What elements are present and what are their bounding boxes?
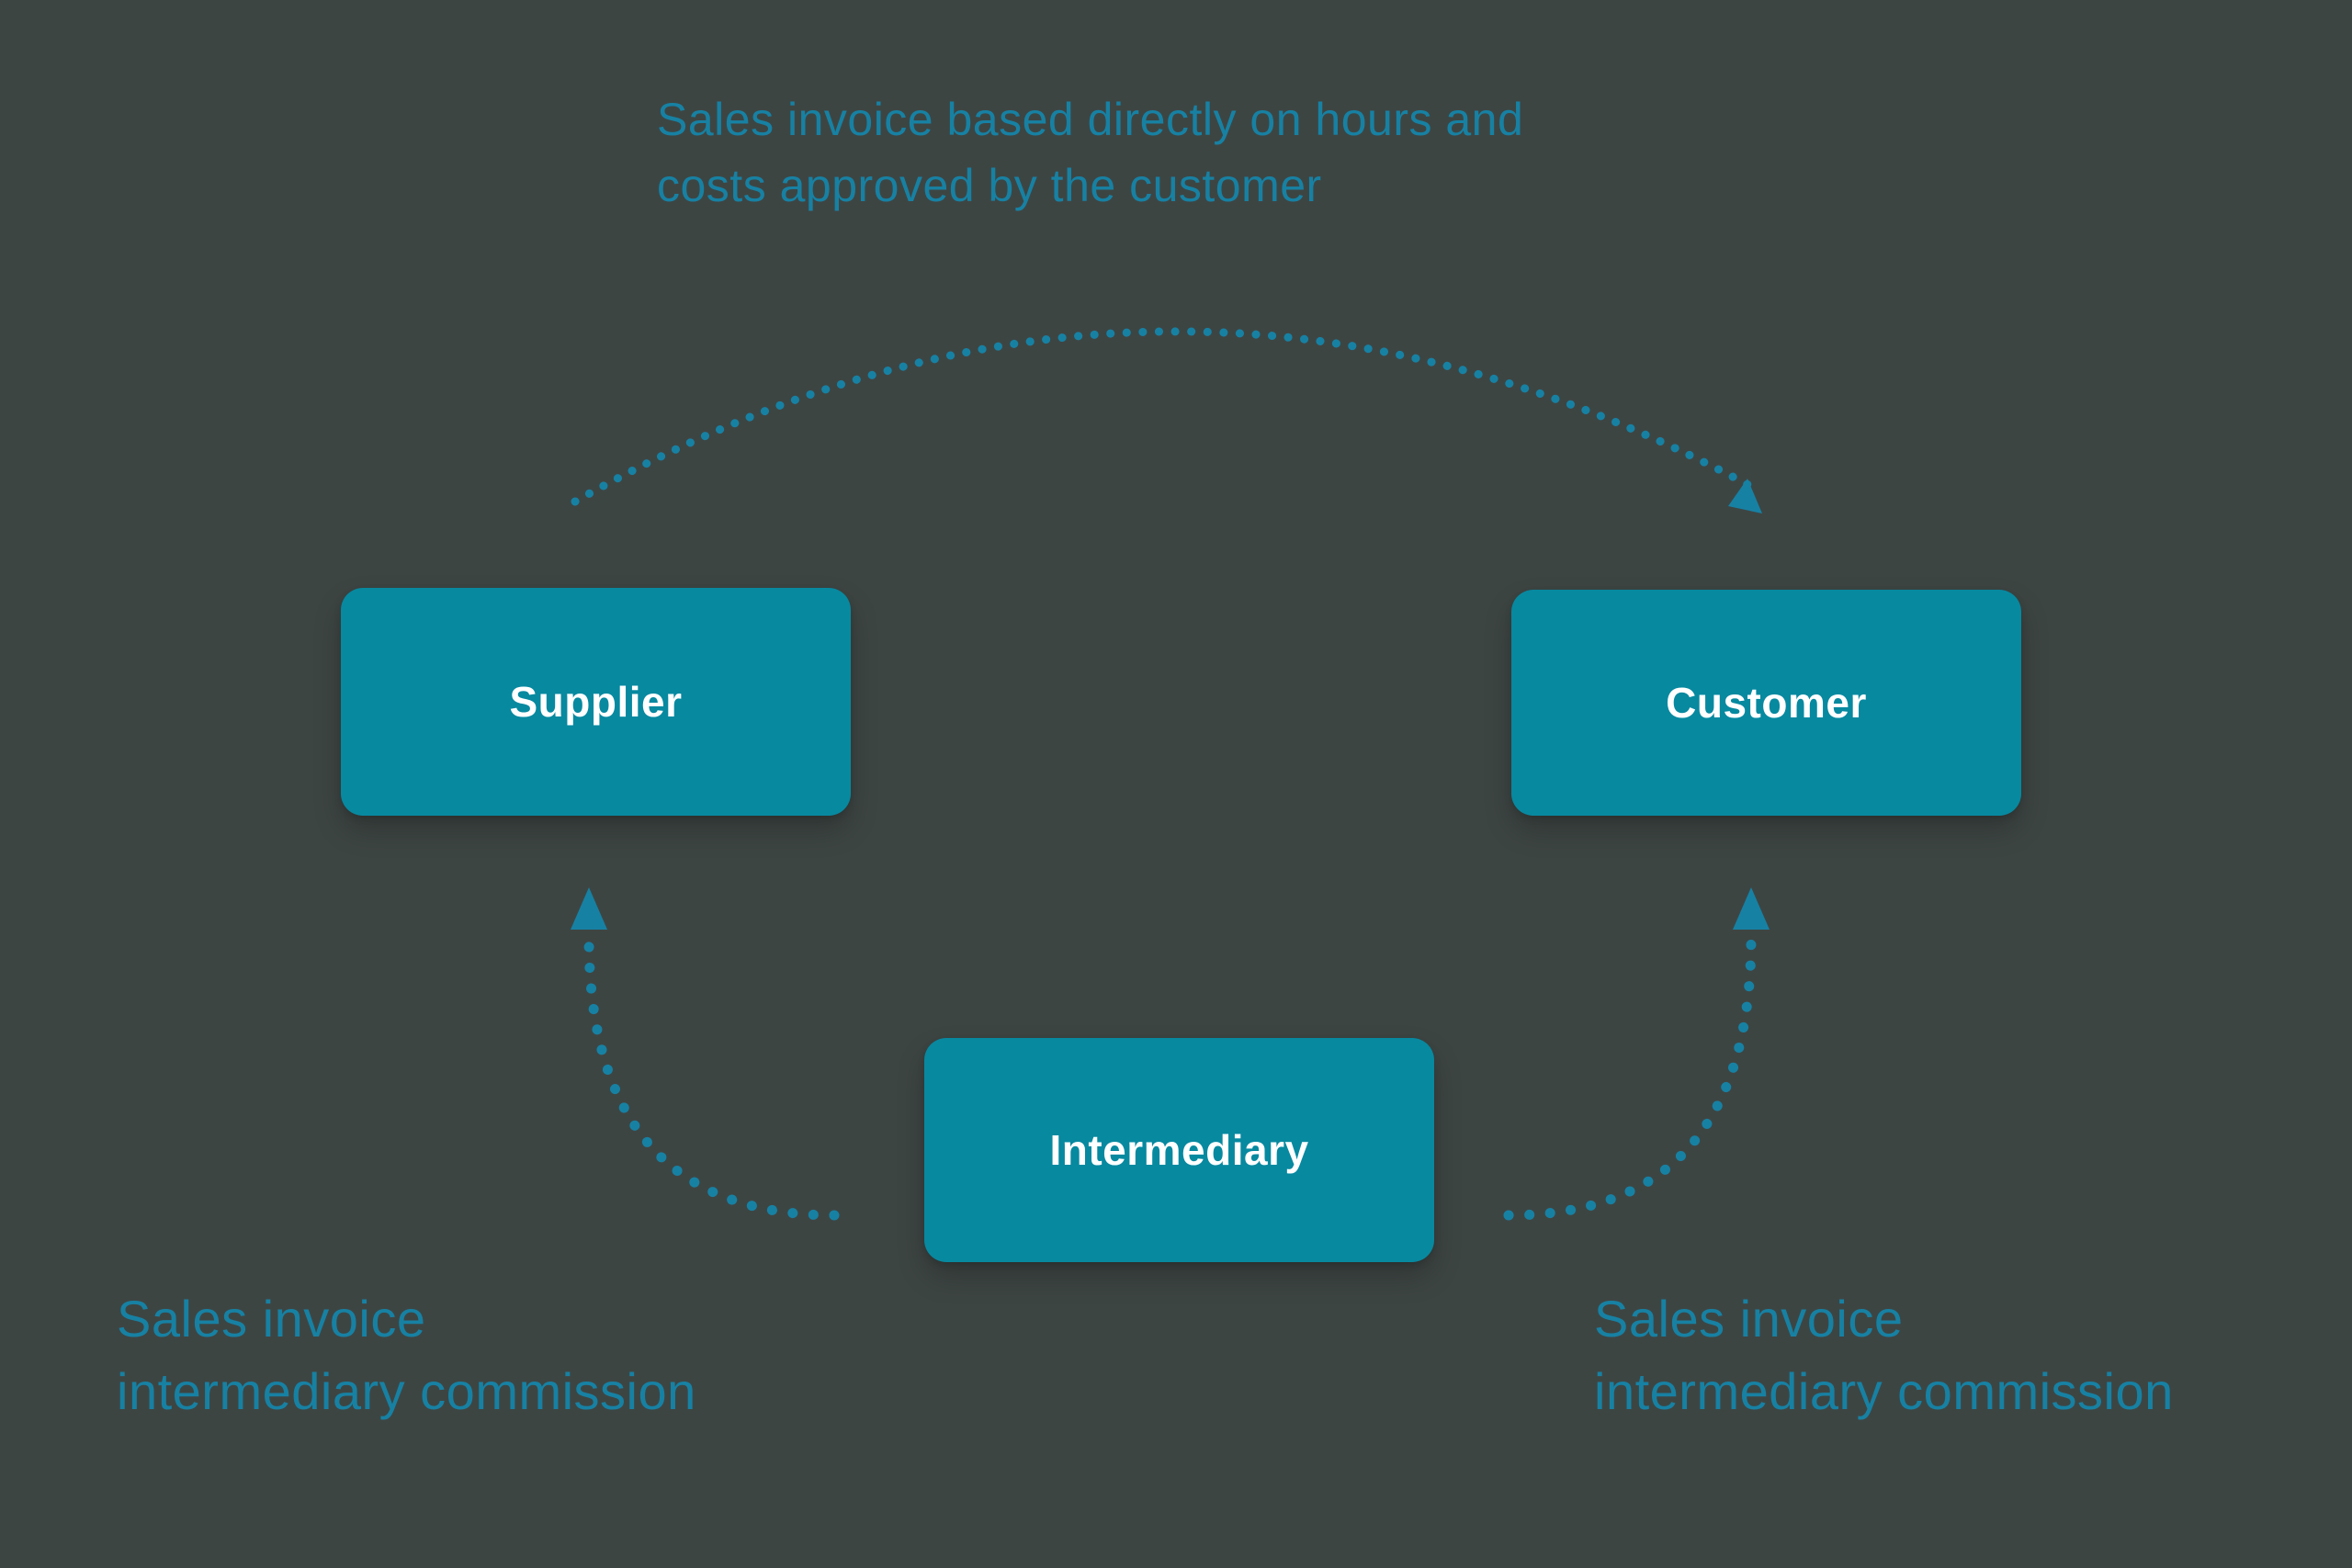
bottom-left-annotation: Sales invoice intermediary commission bbox=[117, 1290, 696, 1420]
arc-supplier-to-customer bbox=[571, 327, 1753, 506]
intermediary-node: Intermediary bbox=[924, 1038, 1434, 1262]
customer-node: Customer bbox=[1511, 590, 2021, 816]
top-annotation: Sales invoice based directly on hours an… bbox=[657, 94, 1524, 211]
arc-intermediary-to-supplier bbox=[583, 931, 840, 1221]
arc-intermediary-to-customer bbox=[1503, 931, 1757, 1221]
supplier-node: Supplier bbox=[341, 588, 851, 816]
intermediary-label: Intermediary bbox=[1049, 1126, 1309, 1174]
bottom-right-annotation: Sales invoice intermediary commission bbox=[1594, 1290, 2174, 1420]
supplier-label: Supplier bbox=[509, 678, 683, 726]
arrowhead-intermediary-to-customer bbox=[1733, 887, 1770, 930]
arrowhead-intermediary-to-supplier bbox=[571, 887, 607, 930]
customer-label: Customer bbox=[1666, 679, 1867, 727]
arrowhead-supplier-to-customer bbox=[1728, 479, 1762, 513]
